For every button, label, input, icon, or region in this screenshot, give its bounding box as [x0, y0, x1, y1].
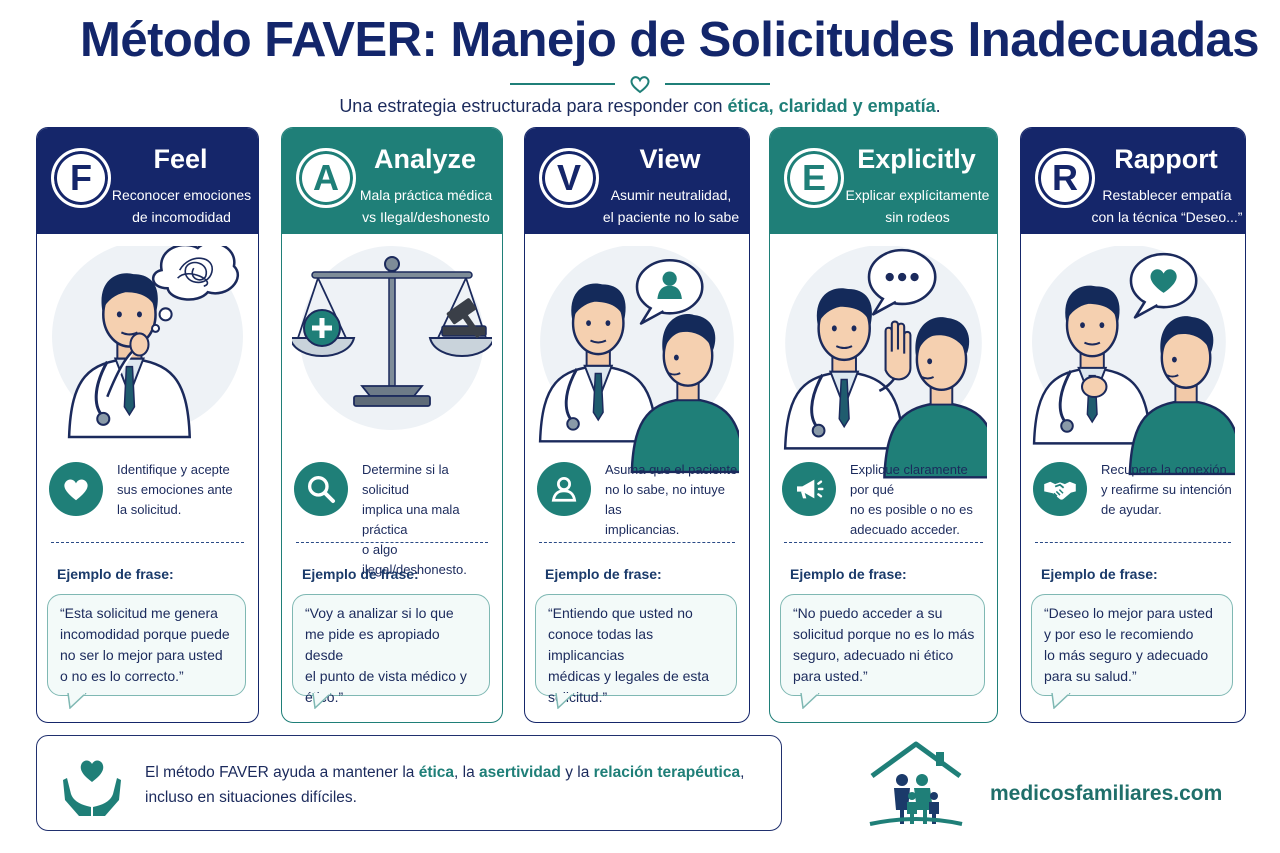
step-card-v: V View Asumir neutralidad,el paciente no…: [524, 127, 750, 723]
doctor-patient-neutral-view: [535, 244, 746, 566]
page-subtitle: Una estrategia estructurada para respond…: [339, 96, 941, 116]
step-letter-badge: V: [539, 148, 599, 208]
step-word: View: [639, 144, 701, 174]
footer-text: El método FAVER ayuda a mantener la étic…: [145, 764, 745, 806]
footer-box: El método FAVER ayuda a mantener la étic…: [36, 735, 782, 831]
example-label: Ejemplo de frase:: [545, 566, 662, 582]
bubble-tail: [312, 693, 332, 709]
example-label: Ejemplo de frase:: [1041, 566, 1158, 582]
site-url: medicosfamiliares.com: [990, 782, 1223, 805]
step-letter-badge: F: [51, 148, 111, 208]
doctor-hand-on-heart-rapport: [1031, 244, 1244, 566]
heart-icon: [49, 462, 103, 516]
example-label: Ejemplo de frase:: [302, 566, 419, 582]
title-divider: [510, 72, 770, 96]
heart-outline-icon: [630, 76, 650, 94]
step-letter-badge: R: [1035, 148, 1095, 208]
divider: [539, 542, 735, 543]
bubble-tail: [1051, 693, 1071, 709]
step-description: Asumir neutralidad,el paciente no lo sab…: [602, 187, 740, 225]
step-letter-badge: A: [296, 148, 356, 208]
step-word: Analyze: [373, 144, 477, 174]
bubble-tail: [67, 693, 87, 709]
step-header: V View Asumir neutralidad,el paciente no…: [525, 128, 749, 234]
example-label: Ejemplo de frase:: [57, 566, 174, 582]
step-word: Feel: [153, 144, 208, 174]
divider: [51, 542, 244, 543]
page-title: Método FAVER: Manejo de Solicitudes Inad…: [80, 13, 1260, 67]
divider: [296, 542, 488, 543]
bubble-tail: [800, 693, 820, 709]
step-word: Explicitly: [857, 144, 976, 174]
house-family-icon: [869, 741, 963, 826]
step-word: Rapport: [1114, 144, 1218, 174]
doctor-stop-hand-explaining: [780, 244, 997, 566]
divider: [784, 542, 983, 543]
heart-in-hands-icon: [63, 760, 121, 816]
handshake-icon: [1033, 462, 1087, 516]
balance-scale-medical-vs-legal: [288, 246, 496, 566]
example-label: Ejemplo de frase:: [790, 566, 907, 582]
bubble-tail: [555, 693, 575, 709]
magnifier-icon: [294, 462, 348, 516]
step-letter-badge: E: [784, 148, 844, 208]
divider: [1035, 542, 1231, 543]
megaphone-icon: [782, 462, 836, 516]
doctor-thinking-tangled-thought: [47, 240, 248, 566]
person-icon: [537, 462, 591, 516]
